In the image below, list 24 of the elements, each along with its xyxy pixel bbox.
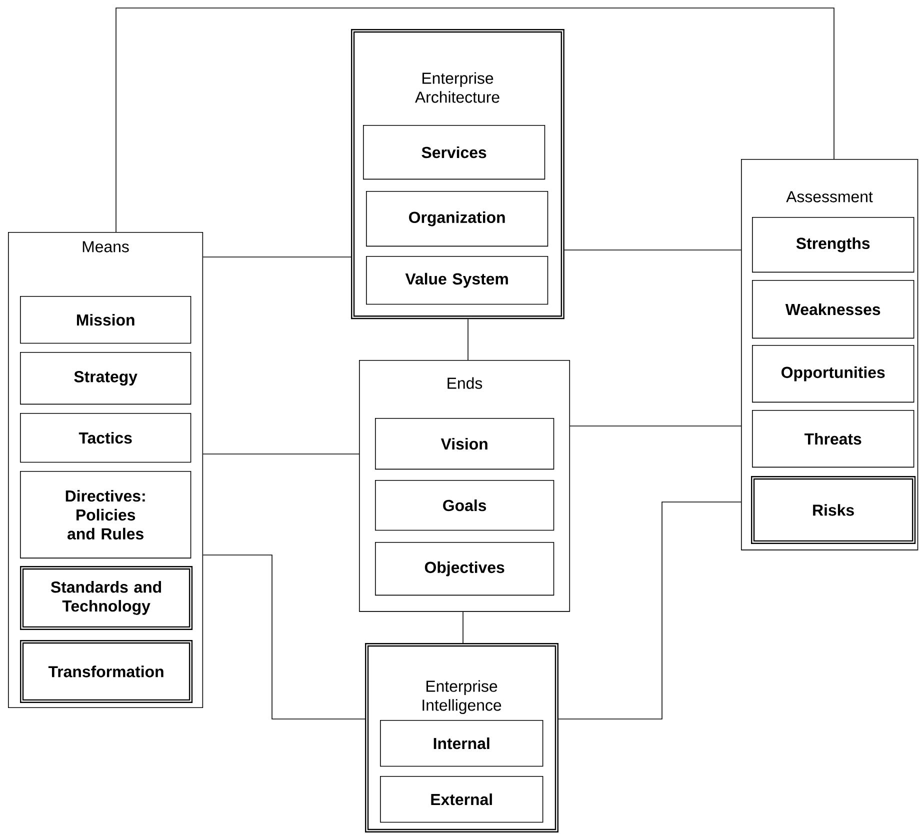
item-box: Weaknesses [752, 280, 914, 339]
item-box: Mission [20, 296, 192, 344]
item-box: Threats [752, 410, 914, 468]
item-box: Strategy [20, 352, 192, 405]
item-box: Strengths [752, 217, 914, 273]
item-box: Opportunities [752, 345, 914, 403]
item-box: Services [363, 125, 546, 180]
item-box: Risks [751, 476, 916, 544]
connector-line [462, 611, 464, 644]
item-box: Tactics [20, 413, 192, 463]
item-box: External [380, 776, 544, 823]
item-box: Goals [375, 480, 554, 531]
item-box: Vision [375, 418, 554, 470]
connector-line [202, 554, 366, 720]
item-box: Internal [380, 720, 544, 767]
item-box: Organization [366, 191, 548, 247]
item-box: Objectives [375, 542, 554, 596]
connector-line [558, 502, 742, 720]
connector-line [116, 8, 834, 232]
connector-line [202, 256, 352, 258]
item-box: Value System [366, 256, 548, 305]
item-box: Transformation [20, 640, 193, 703]
item-box: Directives: Policies and Rules [20, 471, 192, 558]
item-box: Standards and Technology [20, 566, 193, 630]
